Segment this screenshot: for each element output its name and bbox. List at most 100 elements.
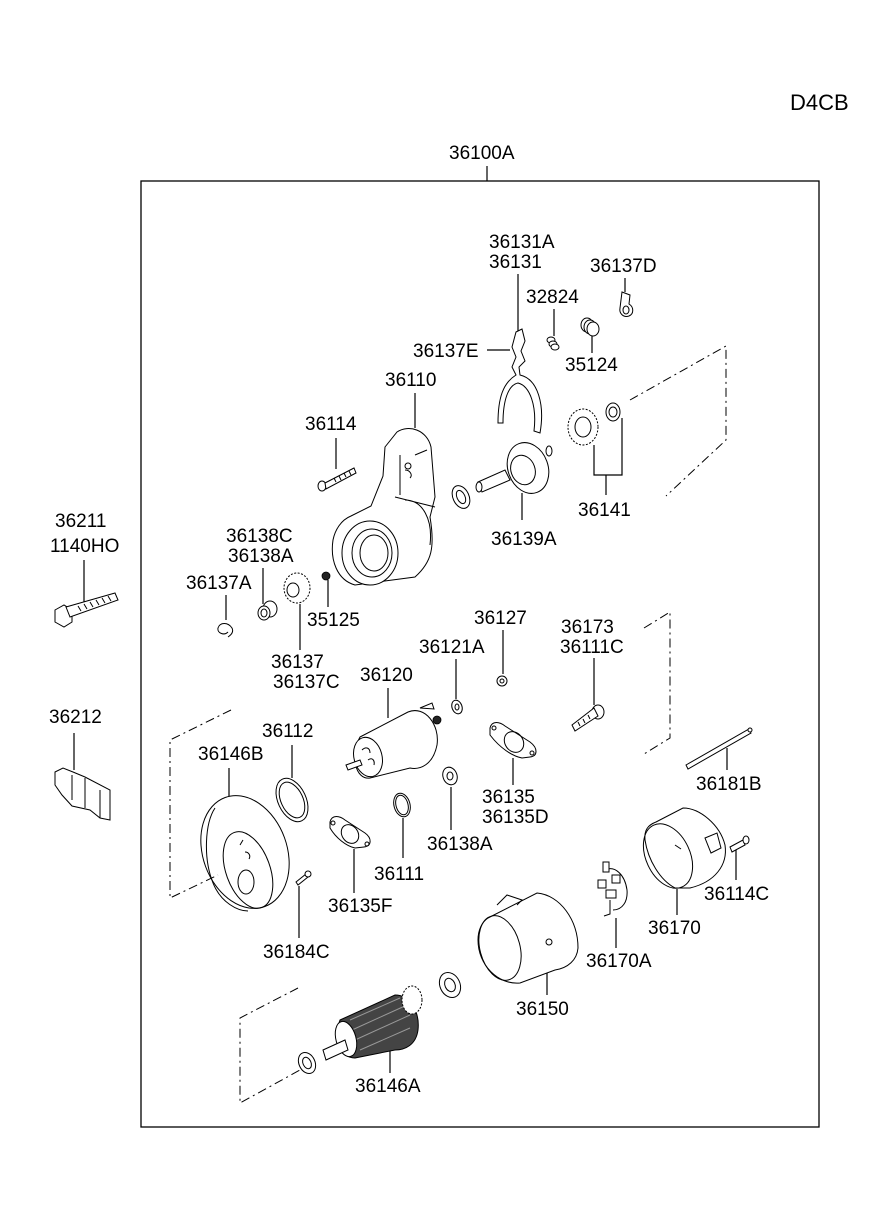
part-label: 36112: [262, 721, 313, 742]
bolt-icon: [685, 727, 753, 770]
part-label: 36150: [516, 999, 569, 1020]
part-gasket-f[interactable]: 36135F: [328, 816, 392, 918]
engine-code-label: D4CB: [790, 90, 849, 115]
yoke-icon: [477, 892, 579, 984]
part-o-ring[interactable]: 36111: [374, 791, 424, 885]
part-label: 36146B: [198, 744, 264, 765]
part-label: 32824: [526, 287, 579, 308]
part-label: 36135D: [482, 807, 549, 828]
brush-holder-icon: [597, 861, 628, 917]
dashed-guide: [239, 987, 301, 1104]
part-housing-bolt[interactable]: 36114: [305, 414, 357, 492]
part-screw[interactable]: 36173 36111C: [560, 617, 624, 732]
part-label: 36146A: [355, 1076, 421, 1097]
part-bracket[interactable]: 36212: [49, 707, 111, 821]
spring-icon: [580, 317, 600, 337]
part-clip-d[interactable]: 36137D: [590, 256, 657, 317]
part-cover[interactable]: 36146B: [186, 744, 305, 921]
part-label: 36114: [305, 414, 357, 435]
gasket-icon: [489, 722, 537, 759]
housing-icon: [331, 428, 436, 586]
part-bushing[interactable]: 36138C 36138A: [226, 526, 294, 621]
part-label: 36138A: [228, 546, 294, 567]
dashed-guide: [629, 345, 727, 497]
dashed-guide: [643, 611, 671, 755]
part-end-frame[interactable]: 36170: [634, 807, 726, 939]
part-label: 36137: [271, 652, 324, 673]
part-label: 36170A: [586, 951, 652, 972]
shift-lever-icon: [497, 328, 543, 434]
part-label: 36111C: [560, 637, 624, 658]
bolt-icon: [54, 592, 119, 628]
part-solenoid[interactable]: 36120: [345, 665, 442, 780]
part-shaft[interactable]: 36139A: [475, 437, 557, 550]
part-label: 36184C: [263, 942, 330, 963]
part-lever-pin[interactable]: 36137E: [413, 341, 510, 362]
part-through-bolt[interactable]: 36181B: [685, 727, 762, 795]
part-pinion[interactable]: 36137 36137C: [271, 572, 340, 693]
part-label: 36131A: [489, 232, 555, 253]
part-label: 36181B: [696, 774, 762, 795]
part-label: 36135F: [328, 896, 392, 917]
nut-icon: [496, 675, 508, 687]
part-label: 36110: [385, 370, 436, 391]
screw-icon: [729, 835, 750, 853]
assembly-frame: [140, 180, 820, 1128]
part-label: 36137C: [273, 672, 340, 693]
washer-icon: [442, 766, 458, 786]
spring-icon: [546, 336, 560, 351]
part-snap-ring[interactable]: 36137A: [186, 573, 252, 638]
part-brush-holder[interactable]: 36170A: [586, 861, 652, 972]
part-label: 36211: [55, 511, 106, 532]
part-label: 36141: [578, 500, 631, 521]
part-housing[interactable]: 36110: [331, 370, 436, 586]
part-end-screw[interactable]: 36114C: [704, 835, 769, 905]
shaft-icon: [475, 442, 553, 494]
plate-icon: [275, 777, 309, 823]
part-label: 36114C: [704, 884, 769, 905]
part-lever[interactable]: 36131A 36131: [489, 232, 555, 434]
part-label: 36121A: [419, 637, 485, 658]
ball-icon: [321, 571, 331, 581]
part-washer-a[interactable]: 36121A: [419, 637, 485, 715]
dashed-guide: [169, 709, 232, 899]
part-gasket[interactable]: 36135 36135D: [482, 722, 549, 829]
gear-icon: [567, 402, 621, 446]
part-label: 35124: [565, 355, 618, 376]
part-cover-screw[interactable]: 36184C: [263, 870, 330, 963]
part-label: 36131: [489, 252, 542, 273]
part-yoke[interactable]: 36150: [472, 892, 579, 1020]
part-label: 36212: [49, 707, 102, 728]
part-ball[interactable]: 35125: [307, 571, 360, 631]
part-bolt[interactable]: 36211 1140HO: [50, 511, 119, 628]
part-gear-set[interactable]: 36141: [567, 402, 631, 521]
part-armature[interactable]: 36146A: [322, 985, 423, 1097]
part-plate[interactable]: 36112: [262, 721, 314, 827]
part-label: 36138C: [226, 526, 293, 547]
part-label: 36170: [648, 918, 701, 939]
part-label: 36137E: [413, 341, 479, 362]
assembly-label: 36100A: [449, 143, 515, 164]
part-nut[interactable]: 36127: [474, 608, 527, 687]
bolt-icon: [317, 467, 357, 492]
bushing-icon: [257, 600, 278, 621]
part-label: 1140HO: [50, 536, 119, 557]
part-washer-b[interactable]: 36138A: [427, 765, 493, 855]
end-frame-icon: [642, 807, 726, 889]
snap-ring-icon: [217, 623, 234, 638]
screw-icon: [571, 704, 605, 732]
washer-icon: [451, 699, 463, 715]
bearing-icon: [451, 485, 471, 509]
screw-icon: [295, 870, 312, 886]
part-label: 36137D: [590, 256, 657, 277]
part-label: 35125: [307, 610, 360, 631]
bearing-icon: [438, 971, 462, 999]
part-label: 36111: [374, 864, 424, 885]
gasket-icon: [329, 816, 371, 849]
gear-icon: [283, 572, 311, 604]
part-spring-small[interactable]: 32824: [526, 287, 579, 351]
part-label: 36135: [482, 787, 535, 808]
part-spring[interactable]: 35124: [565, 317, 618, 376]
part-label: 36137A: [186, 573, 252, 594]
